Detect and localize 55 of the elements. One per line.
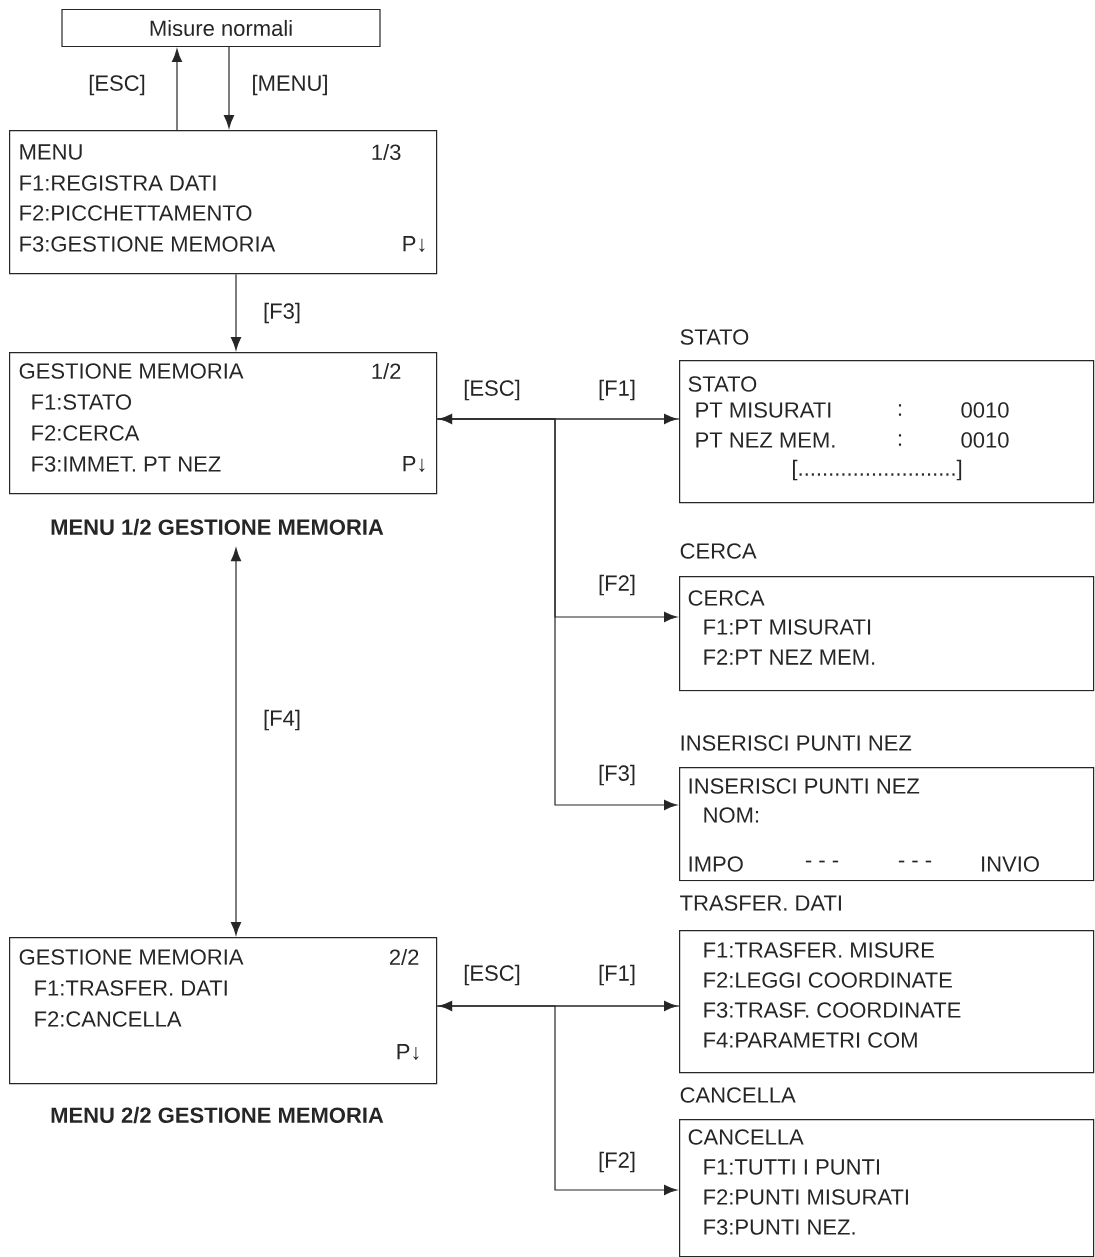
node-label: F3:TRASF. COORDINATE <box>704 1002 961 1018</box>
screen-title: CERCA <box>680 543 757 559</box>
node-label: F1:TUTTI I PUNTI <box>704 1159 880 1175</box>
node-label: - - - <box>805 860 839 863</box>
node-label: PT NEZ MEM. <box>696 432 835 448</box>
edge-label: [F3] <box>597 763 637 787</box>
lcd-screen: F1:TRASFER. MISURE F2:LEGGI COORDINATE F3:TRASF. COORDINATE F4:PARAMETRI COM <box>679 930 1095 1074</box>
node-label: PT MISURATI <box>696 402 831 418</box>
node-label: STATO <box>688 376 757 392</box>
screen-title: CANCELLA <box>680 1087 796 1103</box>
node-label: - - - <box>898 860 932 863</box>
caption: MENU 1/2 GESTIONE MEMORIA <box>51 518 384 536</box>
lcd-screen: CANCELLA F1:TUTTI I PUNTI F2:PUNTI MISURATI F3:PUNTI NEZ. <box>679 1119 1095 1257</box>
node-label: IMPO <box>689 856 743 872</box>
node-label: F2:LEGGI COORDINATE <box>704 972 952 988</box>
edge-label: [ESC] <box>87 73 147 97</box>
node-label: INVIO <box>982 856 1039 872</box>
arrow <box>436 418 678 811</box>
node-label: 0010 <box>961 432 1009 448</box>
edge-label: [F1] <box>597 963 637 987</box>
screen-title: INSERISCI PUNTI NEZ <box>681 735 912 751</box>
edge-label: [MENU] <box>250 73 330 97</box>
arrow <box>230 548 242 936</box>
arrow <box>230 273 242 351</box>
node-label: : <box>898 404 902 416</box>
arrow <box>223 46 235 129</box>
caption: MENU 2/2 GESTIONE MEMORIA <box>51 1106 384 1124</box>
edge-label: [F1] <box>597 378 637 402</box>
lcd-screen: MENU 1/3 F1:REGISTRA DATI F2:PICCHETTAMENTO F3:GESTIONE MEMORIA P↓ <box>9 130 438 275</box>
screen-title: STATO <box>680 329 749 345</box>
edge-label: [F3] <box>262 301 302 325</box>
lcd-screen: CERCA F1:PT MISURATI F2:PT NEZ MEM. <box>679 576 1095 692</box>
node-label: [..........................] <box>793 459 962 481</box>
arrow <box>171 49 183 131</box>
node-label: F3:PUNTI NEZ. <box>704 1219 855 1235</box>
edge-label: [F2] <box>597 1150 637 1174</box>
edge-label: [ESC] <box>462 963 522 987</box>
edge-label: [ESC] <box>462 378 522 402</box>
arrow <box>436 1005 678 1196</box>
node-label: : <box>898 434 902 446</box>
node-label: F1:TRASFER. MISURE <box>704 942 934 958</box>
node-label: F4:PARAMETRI COM <box>704 1032 917 1048</box>
screen-title: TRASFER. DATI <box>680 895 841 911</box>
lcd-screen: GESTIONE MEMORIA 1/2 F1:STATO F2:CERCA F3:IMMET. PT NEZ P↓ <box>9 352 438 495</box>
process-box: Misure normali <box>61 8 381 48</box>
lcd-screen: GESTIONE MEMORIA 2/2 F1:TRASFER. DATI F2:CANCELLA P↓ <box>9 937 438 1085</box>
lcd-screen: STATO PT MISURATI : 0010 PT NEZ MEM. : 0010 [..........................] <box>679 360 1095 504</box>
node-label: INSERISCI PUNTI NEZ <box>689 778 920 794</box>
node-label: F2:PUNTI MISURATI <box>704 1189 908 1205</box>
node-label: NOM: <box>704 807 759 823</box>
node-label: CANCELLA <box>688 1129 804 1145</box>
lcd-screen: INSERISCI PUNTI NEZ NOM: IMPO - - - - - - INVIO <box>679 767 1095 882</box>
edge-label: [F4] <box>262 708 302 732</box>
node-label: 0010 <box>961 402 1009 418</box>
edge-label: [F2] <box>597 573 637 597</box>
